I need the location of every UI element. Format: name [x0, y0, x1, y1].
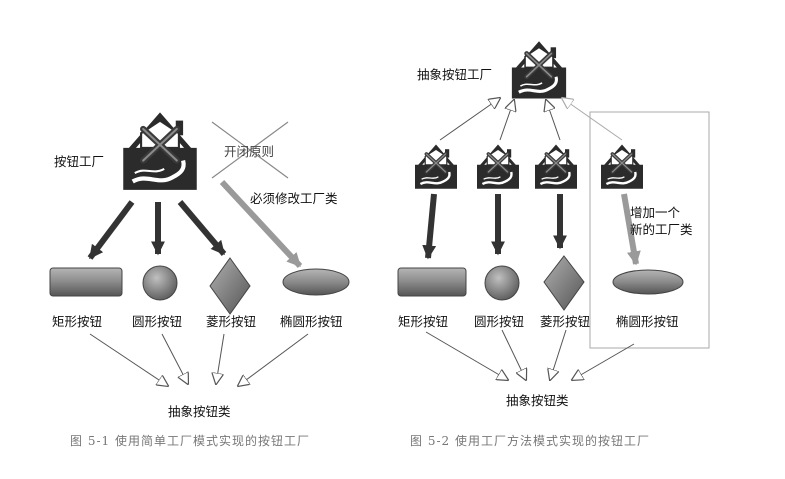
factory-icon [475, 145, 521, 190]
diamond-button-shape [543, 255, 585, 311]
ellipse-button-shape [612, 269, 684, 295]
rectangle-button-shape [49, 267, 123, 297]
inherit-arrow [89, 333, 168, 386]
factory-icon [413, 145, 459, 190]
inherit-arrow [425, 331, 508, 380]
factory-icon [512, 44, 566, 98]
button-label-diamond: 菱形按钮 [206, 314, 257, 329]
cross-mark-icon [211, 121, 289, 179]
button-label-ellipse: 椭圆形按钮 [280, 314, 343, 329]
figure-5-1 [49, 116, 350, 386]
arrow-to-ellipse [621, 193, 641, 266]
button-label-rect: 矩形按钮 [52, 314, 103, 329]
add-note-line1: 增加一个 [630, 205, 681, 220]
inherit-arrow [546, 100, 561, 141]
principle-label: 开闭原则 [224, 144, 275, 159]
ellipse-button-shape [282, 268, 350, 296]
inherit-arrow [501, 329, 526, 380]
inherit-arrow [238, 333, 309, 386]
add-note-line2: 新的工厂类 [630, 222, 693, 237]
modify-note: 必须修改工厂类 [250, 191, 338, 206]
arrow-to-rect [87, 200, 135, 260]
button-label-ellipse: 椭圆形按钮 [616, 314, 679, 329]
arrow-to-ellipse [219, 179, 303, 269]
circle-button-shape [484, 265, 520, 301]
abstract-class-label: 抽象按钮类 [168, 404, 231, 419]
abstract-factory-label: 抽象按钮工厂 [417, 67, 493, 82]
button-label-diamond: 菱形按钮 [540, 314, 591, 329]
factory-icon [123, 116, 197, 189]
inherit-arrow [562, 98, 623, 141]
factory-icon [533, 145, 579, 190]
button-label-circle: 圆形按钮 [132, 314, 183, 329]
inherit-arrow [572, 343, 635, 380]
button-label-circle: 圆形按钮 [474, 314, 525, 329]
inherit-arrow [439, 98, 500, 141]
inherit-arrow [161, 333, 188, 384]
figure-caption: 图 5-1 使用简单工厂模式实现的按钮工厂 [70, 434, 310, 448]
figure-5-2 [397, 44, 710, 380]
inherit-arrow [216, 333, 225, 384]
inherit-arrow [550, 329, 567, 380]
diamond-button-shape [209, 257, 251, 315]
inherit-arrow [499, 100, 514, 141]
arrow-to-diamond [177, 200, 227, 256]
rectangle-button-shape [397, 267, 467, 297]
button-label-rect: 矩形按钮 [398, 314, 449, 329]
new-factory-highlight-box [589, 111, 710, 349]
figure-caption: 图 5-2 使用工厂方法模式实现的按钮工厂 [410, 434, 650, 448]
factory-icon [599, 145, 645, 190]
factory-label: 按钮工厂 [54, 154, 105, 169]
arrow-to-rect [422, 193, 437, 260]
abstract-class-label: 抽象按钮类 [506, 393, 569, 408]
circle-button-shape [142, 265, 178, 301]
